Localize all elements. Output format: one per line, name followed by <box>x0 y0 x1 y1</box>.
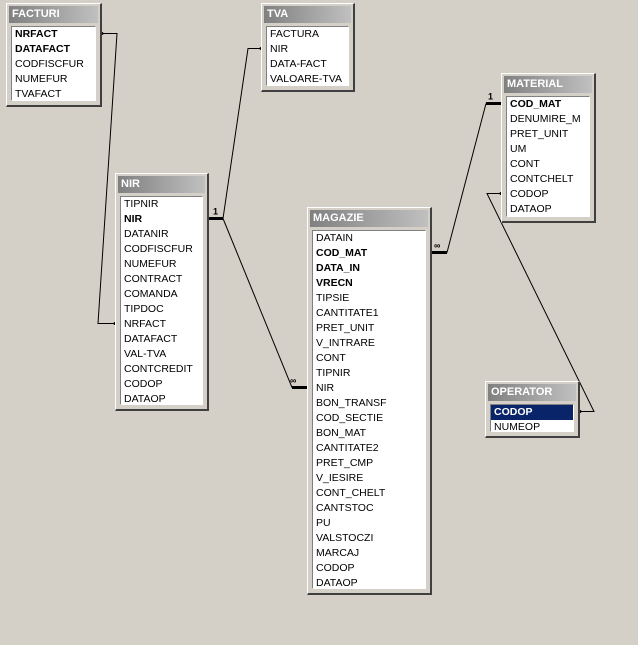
relationship-line-nir-magazie[interactable] <box>222 218 293 388</box>
field-item[interactable]: UM <box>510 143 527 155</box>
field-list[interactable]: NRFACT DATAFACT CODFISCFUR NUMEFUR TVAFACT <box>11 26 96 101</box>
field-item[interactable]: CONTCHELT <box>510 173 574 185</box>
field-item[interactable]: CODOP <box>510 188 549 200</box>
field-item[interactable]: NRFACT <box>15 28 58 40</box>
field-item[interactable]: NIR <box>270 43 289 55</box>
field-item[interactable]: DATA_IN <box>316 262 360 274</box>
field-item[interactable]: CONT <box>316 352 346 364</box>
field-item[interactable]: MARCAJ <box>316 547 360 559</box>
table-nir[interactable]: NIR TIPNIR NIR DATANIR CODFISCFUR NUMEFUR CONT… <box>115 173 209 411</box>
field-item[interactable]: DATAOP <box>316 577 358 589</box>
field-item[interactable]: NIR <box>124 213 143 225</box>
field-item[interactable]: TIPNIR <box>124 198 159 210</box>
table-title[interactable]: NIR <box>118 176 205 193</box>
field-item[interactable]: DATA-FACT <box>270 58 327 70</box>
field-item[interactable]: CONT <box>510 158 540 170</box>
field-item[interactable]: PRET_UNIT <box>510 128 569 140</box>
field-item[interactable]: V_IESIRE <box>316 472 364 484</box>
field-item[interactable]: FACTURA <box>270 28 320 40</box>
field-item[interactable]: VAL-TVA <box>124 348 167 360</box>
table-tva[interactable]: TVA FACTURA NIR DATA-FACT VALOARE-TVA <box>261 3 355 92</box>
field-item[interactable]: PRET_UNIT <box>316 322 375 334</box>
field-item[interactable]: DATANIR <box>124 228 169 240</box>
field-item[interactable]: V_INTRARE <box>316 337 375 349</box>
field-item[interactable]: COD_SECTIE <box>316 412 384 424</box>
table-title[interactable]: TVA <box>264 6 351 23</box>
field-item[interactable]: DATAIN <box>316 232 353 244</box>
field-item[interactable]: CODFISCFUR <box>124 243 193 255</box>
field-item[interactable]: PU <box>316 517 331 529</box>
field-item[interactable]: NIR <box>316 382 335 394</box>
field-item[interactable]: CONTRACT <box>124 273 183 285</box>
field-item[interactable]: CODOP <box>316 562 355 574</box>
field-item[interactable]: DATAFACT <box>15 43 71 55</box>
cardinality-label: ∞ <box>434 241 441 251</box>
field-item[interactable]: BON_MAT <box>316 427 366 439</box>
table-magazie[interactable]: MAGAZIE DATAIN COD_MAT DATA_IN VRECN TIPSIE CA… <box>307 207 432 595</box>
table-title[interactable]: MAGAZIE <box>310 210 428 227</box>
field-item[interactable]: CODOP <box>124 378 163 390</box>
cardinality-label: 1 <box>488 92 493 102</box>
field-item[interactable]: CONTCREDIT <box>124 363 193 375</box>
field-list[interactable]: DATAIN COD_MAT DATA_IN VRECN TIPSIE CANTITATE… <box>312 230 426 589</box>
relationship-line-tva-nir[interactable] <box>209 48 261 219</box>
field-item[interactable]: NUMEFUR <box>15 73 68 85</box>
field-item[interactable]: DENUMIRE_M <box>510 113 581 125</box>
field-item[interactable]: COD_MAT <box>316 247 368 259</box>
field-item[interactable]: TIPNIR <box>316 367 351 379</box>
field-item[interactable]: BON_TRANSF <box>316 397 387 409</box>
field-item[interactable]: NUMEOP <box>494 421 541 432</box>
cardinality-label: ∞ <box>290 376 297 386</box>
field-list[interactable]: COD_MAT DENUMIRE_M PRET_UNIT UM CONT CONTCHEL… <box>506 96 590 217</box>
relationship-line-material-magazie[interactable] <box>446 103 487 253</box>
field-item[interactable]: CANTITATE2 <box>316 442 379 454</box>
table-title[interactable]: MATERIAL <box>504 76 592 93</box>
field-item[interactable]: CODOP <box>491 405 573 420</box>
field-item[interactable]: COMANDA <box>124 288 178 300</box>
field-item[interactable]: CANTSTOC <box>316 502 374 514</box>
field-list[interactable]: TIPNIR NIR DATANIR CODFISCFUR NUMEFUR CONTRAC… <box>120 196 203 405</box>
table-facturi[interactable]: FACTURI NRFACT DATAFACT CODFISCFUR NUMEFUR TV… <box>6 3 102 107</box>
table-title[interactable]: OPERATOR <box>488 384 576 401</box>
field-item[interactable]: DATAFACT <box>124 333 178 345</box>
field-item[interactable]: CODFISCFUR <box>15 58 84 70</box>
table-title[interactable]: FACTURI <box>9 6 98 23</box>
table-material[interactable]: MATERIAL COD_MAT DENUMIRE_M PRET_UNIT UM CONT… <box>501 73 596 223</box>
field-item[interactable]: DATAOP <box>124 393 166 405</box>
field-item[interactable]: CANTITATE1 <box>316 307 379 319</box>
field-item[interactable]: NRFACT <box>124 318 166 330</box>
field-item[interactable]: TIPDOC <box>124 303 164 315</box>
field-item[interactable]: DATAOP <box>510 203 552 215</box>
field-item[interactable]: COD_MAT <box>510 98 562 110</box>
field-item[interactable]: VALSTOCZI <box>316 532 374 544</box>
field-list[interactable]: FACTURA NIR DATA-FACT VALOARE-TVA <box>266 26 349 86</box>
field-item[interactable]: VALOARE-TVA <box>270 73 342 85</box>
field-item[interactable]: TIPSIE <box>316 292 350 304</box>
field-item[interactable]: VRECN <box>316 277 353 289</box>
field-item[interactable]: NUMEFUR <box>124 258 177 270</box>
field-item[interactable]: CONT_CHELT <box>316 487 386 499</box>
field-item[interactable]: PRET_CMP <box>316 457 374 469</box>
cardinality-label: 1 <box>213 207 218 217</box>
relationship-line-material-operator[interactable] <box>486 193 595 412</box>
field-item[interactable]: TVAFACT <box>15 88 62 100</box>
